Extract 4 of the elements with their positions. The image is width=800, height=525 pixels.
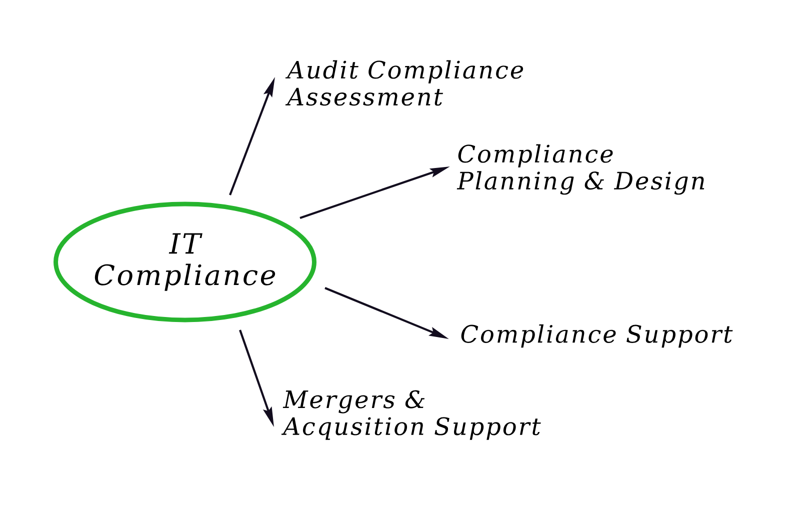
branch-label: Compliance Support <box>461 324 733 348</box>
branch-label: Compliance Planning & Design <box>456 144 704 195</box>
branch-label: Audit Compliance Assessment <box>285 60 524 106</box>
branch-label: Mergers & Acqusition Support <box>281 390 541 440</box>
